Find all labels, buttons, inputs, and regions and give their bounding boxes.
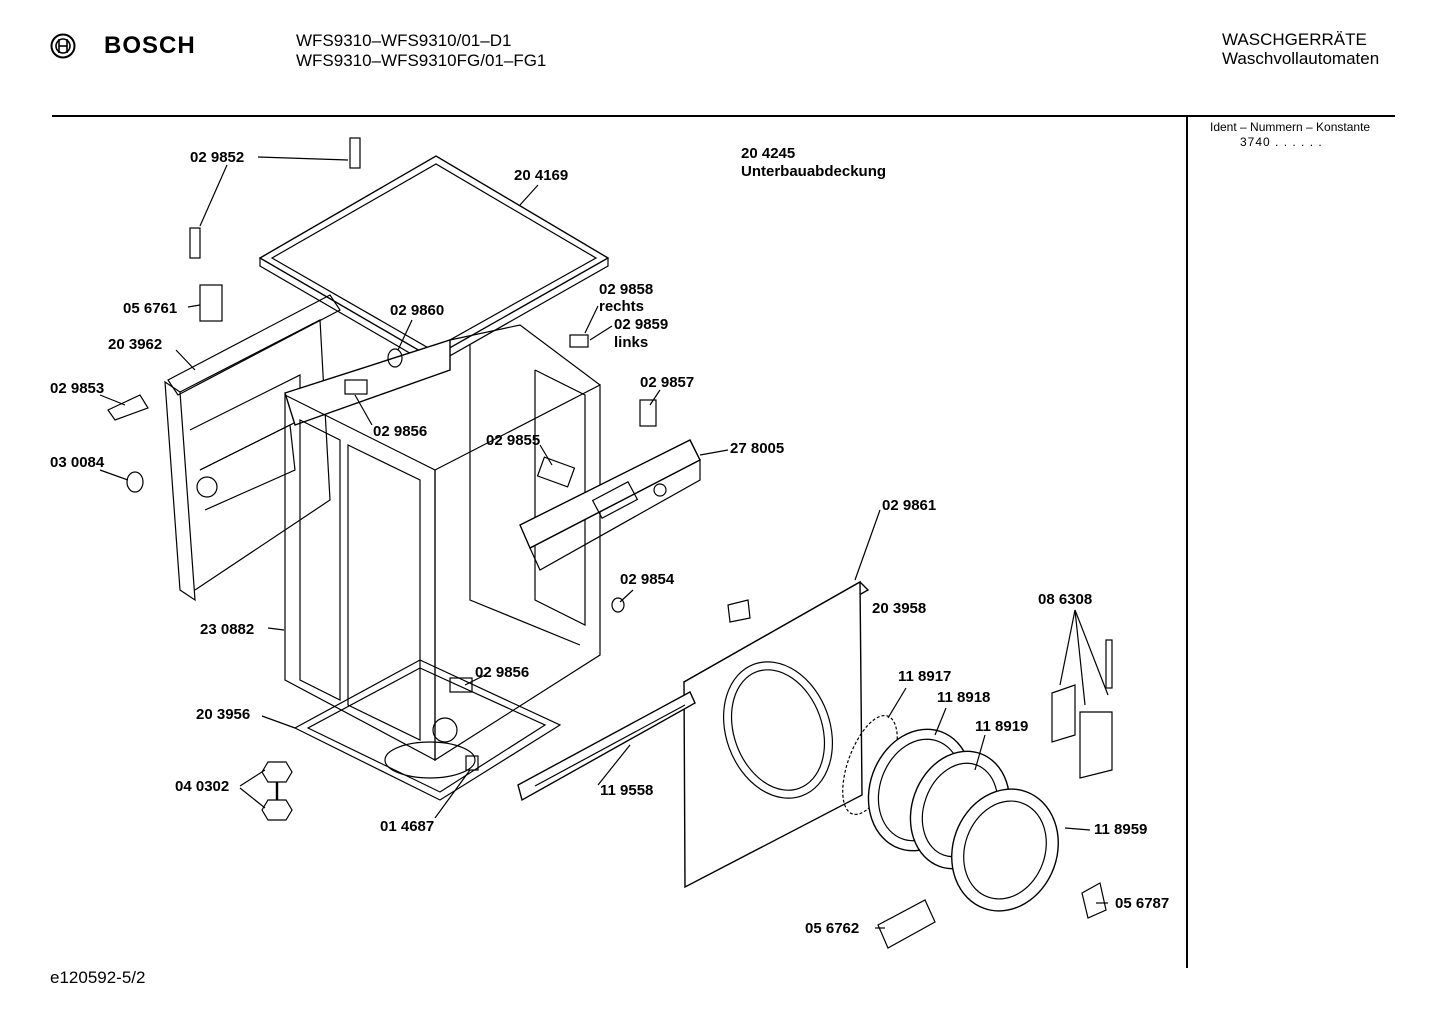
part-label-029855: 02 9855 [486,432,541,449]
part-label-118919: 11 8919 [975,718,1029,735]
part-label-029859: 02 9859 [614,316,669,333]
part-label-086308: 08 6308 [1038,591,1093,608]
part-label-029860: 02 9860 [390,302,445,319]
ident-value: 3740 . . . . . . [1240,135,1323,149]
part-label-029853: 02 9853 [50,380,105,397]
part-label-029858: 02 9858 [599,281,654,298]
bosch-logo-icon [50,33,76,59]
part-label-056762: 05 6762 [805,920,860,937]
part-label-040302: 04 0302 [175,778,230,795]
part-label-118959: 11 8959 [1094,821,1148,838]
category-line-1: WASCHGERRÄTE [1222,30,1367,49]
part-label-119558: 11 9558 [600,782,654,799]
part-label-rechts: rechts [599,298,645,315]
control-panel-part [519,439,701,571]
part-label-118918: 11 8918 [937,689,991,706]
base-plate-part [293,659,562,801]
note-number: 20 4245 [741,145,796,162]
leader-lines [99,156,1109,929]
part-label-029857: 02 9857 [640,374,695,391]
part-label-056761: 05 6761 [123,300,178,317]
part-label-118917: 11 8917 [898,668,952,685]
small-parts [107,137,1107,949]
model-line-1: WFS9310–WFS9310/01–D1 [296,31,512,50]
part-label-029856-lower: 02 9856 [475,664,530,681]
part-label-203956: 20 3956 [196,706,251,723]
brand-name: BOSCH [104,32,196,59]
part-label-029861: 02 9861 [882,497,937,514]
model-line-2: WFS9310–WFS9310FG/01–FG1 [296,51,547,70]
part-label-056787: 05 6787 [1115,895,1170,912]
part-label-204169: 20 4169 [514,167,569,184]
category-line-2: Waschvollautomaten [1222,49,1380,68]
front-panel-part [682,580,870,889]
ident-title: Ident – Nummern – Konstante [1210,120,1371,134]
note-text: Unterbauabdeckung [741,163,887,180]
trim-strip-part [517,691,696,802]
part-label-230882: 23 0882 [200,621,255,638]
part-label-014687: 01 4687 [380,818,435,835]
top-cover-part [258,155,610,367]
part-label-029852: 02 9852 [190,149,245,166]
door-frame-118959 [951,788,1059,912]
hinge-part [1051,639,1113,779]
part-label-278005: 27 8005 [730,440,785,457]
side-panel-part [164,294,341,602]
drawing-id: e120592-5/2 [50,968,146,987]
part-label-links: links [614,334,649,351]
part-label-030084: 03 0084 [50,454,105,471]
part-label-203962: 20 3962 [108,336,163,353]
cabinet-part [284,324,601,762]
part-label-029854: 02 9854 [620,571,675,588]
part-label-029856-upper: 02 9856 [373,423,428,440]
part-label-203958: 20 3958 [872,600,927,617]
